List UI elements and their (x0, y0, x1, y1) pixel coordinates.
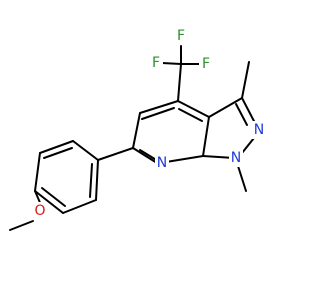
bond-c3a-c4 (177, 100, 210, 118)
bond-c3a-c4-inner (178, 108, 203, 122)
bond-phenyl-3-4 (34, 152, 41, 192)
trifluoromethyl-group (161, 45, 200, 102)
pyrazole-ring (202, 61, 256, 192)
label-mask-f-top (174, 27, 188, 45)
label-mask-n-pyridine (155, 154, 169, 172)
bond-phenyl-2-3-inner (43, 147, 73, 159)
fluorine-atom-left: F (152, 55, 160, 71)
bond-c4-c5-inner (141, 107, 175, 120)
bond-c6-phenyl (97, 147, 134, 161)
bond-n1-methyl (237, 165, 247, 192)
pyridine-nitrogen-atom: N (157, 155, 167, 171)
bond-c3a-c3 (208, 97, 243, 118)
bond-phenyl-2-3 (39, 140, 74, 154)
bond-phenyl-6-1 (95, 159, 99, 201)
bond-c3-n2 (241, 97, 256, 124)
pyrazole-nitrogen-atom-2: N (254, 122, 264, 138)
molecule-canvas: F F F N N N O (9, 27, 266, 231)
methoxyphenyl-group (9, 140, 134, 231)
bond-c3-methyl (241, 61, 250, 99)
bond-oxygen-methyl (9, 220, 34, 231)
label-mask-n-pyrazole-1 (229, 149, 243, 167)
bond-c5-c6 (132, 112, 141, 149)
bond-c6-n7 (132, 147, 158, 164)
fluorine-atom-right: F (202, 56, 210, 72)
bond-n1-c7a (202, 155, 235, 159)
bond-phenyl-1-2 (72, 140, 99, 161)
bond-c4-cf3 (177, 63, 182, 102)
bond-cf3-f-left (161, 62, 182, 65)
label-mask-n-pyrazole-2 (252, 121, 266, 139)
bond-c7a-c3a (202, 116, 210, 157)
bond-c4-c5 (139, 100, 179, 114)
bond-n2-n1 (241, 137, 255, 154)
bond-phenyl-4-5 (34, 190, 64, 214)
bond-n7-c7a (165, 155, 204, 163)
bond-phenyl-6-1-inner (89, 163, 93, 198)
bond-phenyl-4-5-inner (41, 187, 66, 207)
methoxy-oxygen-atom: O (34, 203, 45, 219)
pyridine-ring (132, 100, 210, 164)
label-mask-f-left (149, 54, 163, 72)
structure-diagram: F F F N N N O (9, 27, 266, 231)
label-mask-o-methoxy (33, 202, 47, 220)
bond-phenyl-5-6 (62, 199, 97, 214)
fluorine-atom-top: F (177, 28, 185, 44)
bond-c3-n2-inner (235, 103, 248, 126)
pyrazole-nitrogen-atom-1: N (231, 150, 241, 166)
label-mask-f-right (199, 55, 213, 73)
